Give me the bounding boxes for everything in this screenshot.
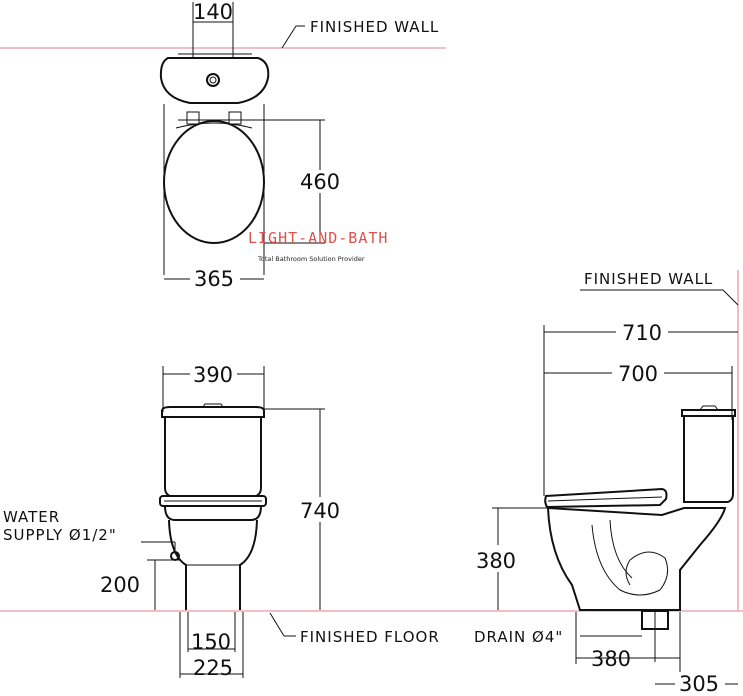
brand-watermark: LIGHT-AND-BATH [248, 229, 388, 247]
hinge-left [186, 111, 200, 125]
seat-side [544, 487, 668, 509]
seat-top-outline [163, 120, 265, 244]
brand-tagline: Total Bathroom Solution Provider [257, 255, 365, 263]
tank-body-side [683, 416, 734, 503]
trapway [591, 524, 669, 596]
bowl-rim-front [164, 505, 262, 521]
flush-button-top [206, 73, 220, 87]
top-view: FINISHED WALL 140 460 365 LIGHT-AND-BATH [0, 0, 446, 291]
dim-710-label: 710 [622, 321, 662, 345]
dim-225-label: 225 [193, 656, 233, 680]
finished-wall-label-top: FINISHED WALL [310, 18, 439, 36]
finished-floor-leader [269, 612, 285, 637]
dim-380-drain-label: 380 [591, 647, 631, 671]
front-view: 390 WATER SUPPLY Ø1/2" 200 740 [0, 363, 743, 680]
finished-floor-label: FINISHED FLOOR [300, 628, 440, 646]
drain-label: DRAIN Ø4" [474, 628, 563, 646]
water-supply-label-1: WATER [3, 508, 60, 526]
dim-390-label: 390 [193, 363, 233, 387]
dim-740-label: 740 [300, 499, 340, 523]
side-view: FINISHED WALL 710 700 DRAIN Ø4" 380 [474, 270, 739, 696]
hinge-right [228, 111, 242, 125]
water-supply-label-2: SUPPLY Ø1/2" [3, 526, 117, 544]
dim-380-height-label: 380 [476, 549, 516, 573]
finished-wall-label-side: FINISHED WALL [584, 270, 713, 288]
dim-200-label: 200 [100, 573, 140, 597]
tank-top-outline [159, 57, 270, 104]
bowl-side [547, 507, 727, 611]
dim-365-label: 365 [194, 267, 234, 291]
dim-150-label: 150 [191, 630, 231, 654]
tank-lid-side [681, 409, 736, 417]
dim-140-label: 140 [193, 0, 233, 24]
finished-wall-leader-top [281, 25, 297, 49]
seat-front [159, 495, 267, 507]
tank-lid-front [161, 406, 265, 418]
dim-460-label: 460 [300, 170, 340, 194]
tank-body-front [164, 418, 262, 497]
dim-305-label: 305 [679, 672, 719, 696]
dim-700-label: 700 [618, 362, 658, 386]
